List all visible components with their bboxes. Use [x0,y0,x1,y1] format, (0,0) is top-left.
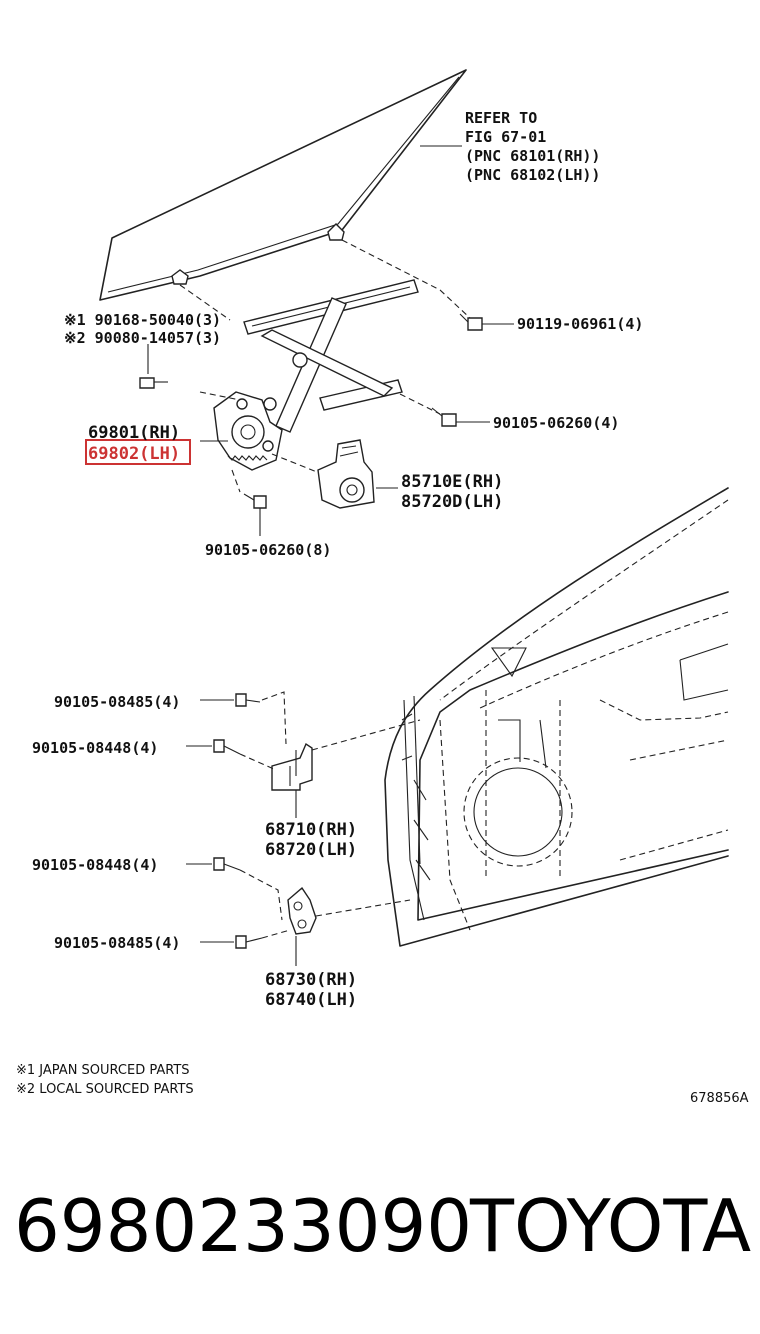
refer-line-4: (PNC 68102(LH)) [465,166,600,184]
part-number: 6980233090 [14,1184,473,1268]
callout-hinge-lower-bolt-a[interactable]: 90105-08485(4) [54,934,180,952]
callout-hinge-upper-lh[interactable]: 68720(LH) [265,840,357,860]
parts-diagram: REFER TO FIG 67-01 (PNC 68101(RH)) (PNC … [16,69,749,1106]
bolt-mid-right [431,407,490,427]
callout-hinge-upper-bolt-a[interactable]: 90105-08485(4) [54,693,180,711]
bolt-bottom [243,493,267,536]
bolt-top-right [459,313,514,331]
callout-motor-lh[interactable]: 85720D(LH) [401,492,503,512]
callout-bolt-mid-right[interactable]: 90105-06260(4) [493,414,619,432]
callout-bolt-japan[interactable]: ※1 90168-50040(3) [64,311,221,329]
refer-line-3: (PNC 68101(RH)) [465,147,600,165]
callout-hinge-lower-rh[interactable]: 68730(RH) [265,970,357,990]
note-local-sourced: ※2 LOCAL SOURCED PARTS [16,1082,194,1097]
door-glass [99,69,467,301]
callout-hinge-lower-lh[interactable]: 68740(LH) [265,990,357,1010]
callout-bolt-local[interactable]: ※2 90080-14057(3) [64,329,221,347]
brand-name: TOYOTA [470,1184,752,1268]
window-motor [317,439,375,509]
vehicle-body [384,487,729,947]
highlight-box [85,439,191,465]
lower-hinge [213,857,411,966]
bolt-left [139,344,168,389]
refer-line-2: FIG 67-01 [465,128,546,146]
illustration-id: 678856A [690,1091,749,1106]
window-regulator [213,279,419,471]
callout-regulator-rh[interactable]: 69801(RH) [88,423,180,443]
upper-hinge [213,691,421,818]
callout-hinge-upper-rh[interactable]: 68710(RH) [265,820,357,840]
callout-hinge-upper-bolt-b[interactable]: 90105-08448(4) [32,739,158,757]
note-japan-sourced: ※1 JAPAN SOURCED PARTS [16,1063,190,1078]
callout-bolt-bottom[interactable]: 90105-06260(8) [205,541,331,559]
refer-line-1: REFER TO [465,109,537,127]
callout-motor-rh[interactable]: 85710E(RH) [401,472,503,492]
callout-bolt-top-right[interactable]: 90119-06961(4) [517,315,643,333]
callout-hinge-lower-bolt-b[interactable]: 90105-08448(4) [32,856,158,874]
callout-regulator-lh[interactable]: 69802(LH) [88,444,180,464]
